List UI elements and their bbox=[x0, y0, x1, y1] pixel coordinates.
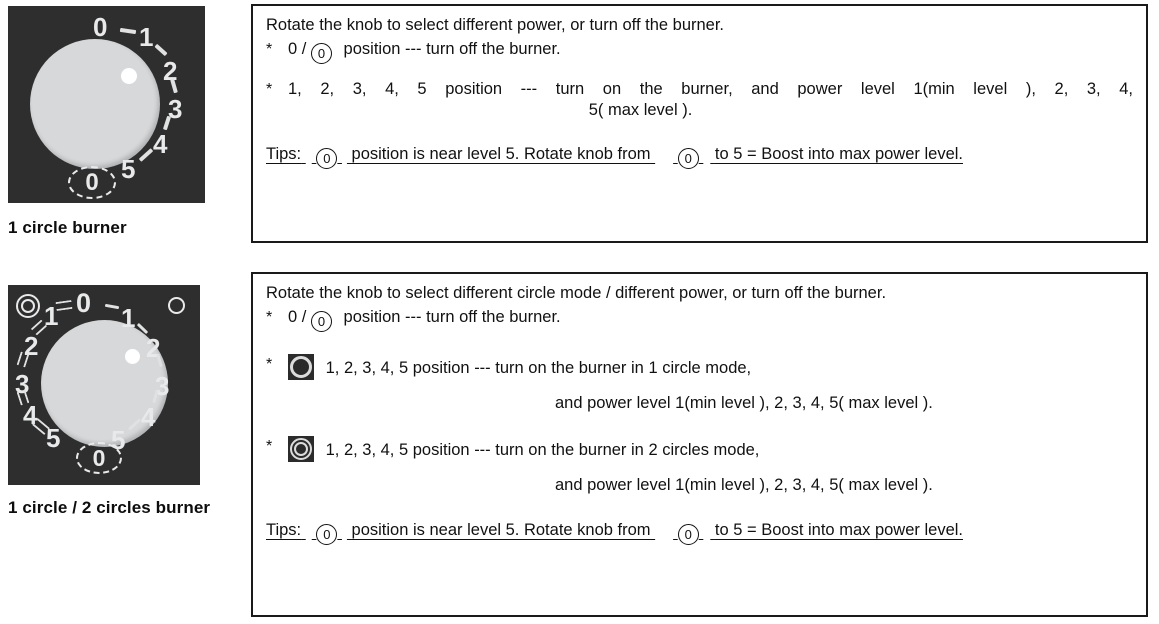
panel2-tips: Tips: 0 position is near level 5. Rotate… bbox=[266, 521, 1133, 547]
knob-scale-1: 1 bbox=[139, 22, 154, 52]
circled-zero-icon: 0 bbox=[316, 524, 338, 546]
knob-scale-left-4: 4 bbox=[23, 400, 38, 430]
off-post-text: position --- turn off the burner. bbox=[343, 308, 561, 327]
knob-dash-0-1 bbox=[104, 303, 120, 310]
tips-mid-text: position is near level 5. Rotate knob fr… bbox=[351, 521, 651, 540]
panel1-intro: Rotate the knob to select different powe… bbox=[266, 16, 725, 34]
bullet-star: * bbox=[266, 309, 273, 327]
circled-zero-icon: 0 bbox=[310, 311, 332, 333]
panel1-levels-line1: 1, 2, 3, 4, 5 position --- turn on the b… bbox=[288, 80, 1133, 99]
one-circle-ring-icon bbox=[168, 297, 185, 314]
knob-off-position-marker: 0 bbox=[68, 166, 116, 199]
tips-end-text: to 5 = Boost into max power level. bbox=[714, 145, 963, 164]
knob-scale-5: 5 bbox=[121, 154, 136, 184]
bullet-star: * bbox=[266, 356, 273, 374]
panel2-two-circles-text: 1, 2, 3, 4, 5 position --- turn on the b… bbox=[325, 441, 760, 460]
panel1-levels-line2: 5( max level ). bbox=[588, 101, 693, 120]
knob-indicator-dot bbox=[121, 68, 137, 84]
circled-zero-icon: 0 bbox=[677, 148, 699, 170]
tips-label: Tips: bbox=[266, 521, 302, 540]
knob-scale-left-2: 2 bbox=[24, 331, 39, 361]
one-circle-ring-icon bbox=[288, 354, 314, 381]
two-circles-ring-icon bbox=[288, 436, 314, 463]
figure-caption-one-two-circles: 1 circle / 2 circles burner bbox=[8, 498, 211, 517]
panel2-bullet-off: * 0 / 0 position --- turn off the burner… bbox=[266, 307, 1133, 333]
panel1-tips: Tips: 0 position is near level 5. Rotate… bbox=[266, 145, 1133, 171]
knob-off-position-marker: 0 bbox=[76, 442, 122, 474]
tips-mid-text: position is near level 5. Rotate knob fr… bbox=[351, 145, 651, 164]
knob-scale-0: 0 bbox=[93, 12, 108, 42]
knob-dash-0-1 bbox=[119, 27, 137, 35]
bullet-star: * bbox=[266, 41, 273, 59]
knob-plate: 0 1 2 3 4 5 1 2 3 4 5 0 bbox=[8, 285, 200, 485]
circled-zero-icon: 0 bbox=[310, 43, 332, 65]
figure-caption-one-circle: 1 circle burner bbox=[8, 218, 127, 237]
instruction-panel-one-circle: Rotate the knob to select different powe… bbox=[251, 4, 1148, 243]
off-pre-text: 0 / bbox=[288, 40, 307, 59]
circled-zero-icon: 0 bbox=[677, 524, 699, 546]
knob-scale-right-4: 4 bbox=[141, 402, 156, 432]
tips-label: Tips: bbox=[266, 145, 302, 164]
bullet-star: * bbox=[266, 438, 273, 456]
off-pre-text: 0 / bbox=[288, 308, 307, 327]
panel2-bullet-off-text: 0 / 0 position --- turn off the burner. bbox=[288, 307, 1133, 333]
tips-end-text: to 5 = Boost into max power level. bbox=[714, 521, 963, 540]
knob-dial[interactable] bbox=[41, 320, 168, 447]
knob-scale-4: 4 bbox=[153, 129, 168, 159]
knob-indicator-dot bbox=[125, 349, 140, 364]
panel2-intro: Rotate the knob to select different circ… bbox=[266, 284, 887, 302]
knob-dash-1-2 bbox=[154, 43, 168, 57]
knob-scale-right-3: 3 bbox=[155, 371, 170, 401]
off-post-text: position --- turn off the burner. bbox=[343, 40, 561, 59]
bullet-star: * bbox=[266, 81, 273, 99]
knob-scale-left-3: 3 bbox=[15, 369, 30, 399]
panel2-one-circle-text: 1, 2, 3, 4, 5 position --- turn on the b… bbox=[325, 359, 752, 378]
knob-dash2-2-3 bbox=[16, 351, 30, 368]
panel2-one-circle-line1: 1, 2, 3, 4, 5 position --- turn on the b… bbox=[288, 354, 1133, 381]
knob-figure-one-circle: 0 1 2 3 4 5 0 1 circle burner bbox=[8, 6, 208, 246]
knob-plate: 0 1 2 3 4 5 0 bbox=[8, 6, 205, 203]
panel2-two-circles-line1: 1, 2, 3, 4, 5 position --- turn on the b… bbox=[288, 436, 1133, 463]
knob-scale-right-1: 1 bbox=[121, 303, 136, 333]
knob-scale-left-1: 1 bbox=[44, 301, 59, 331]
panel2-two-circles-line2: and power level 1(min level ), 2, 3, 4, … bbox=[555, 476, 933, 495]
knob-dash-4-5 bbox=[138, 148, 154, 162]
circled-zero-icon: 0 bbox=[316, 148, 338, 170]
panel2-bullet-two-circles: * 1, 2, 3, 4, 5 position --- turn on the… bbox=[266, 436, 1133, 496]
instruction-panel-one-two-circles: Rotate the knob to select different circ… bbox=[251, 272, 1148, 617]
panel1-bullet-off-text: 0 / 0 position --- turn off the burner. bbox=[288, 39, 1133, 65]
panel2-one-circle-line2: and power level 1(min level ), 2, 3, 4, … bbox=[555, 394, 933, 413]
knob-scale-left-5: 5 bbox=[46, 423, 61, 453]
knob-scale-top-0: 0 bbox=[76, 288, 92, 318]
panel2-bullet-one-circle: * 1, 2, 3, 4, 5 position --- turn on the… bbox=[266, 354, 1133, 414]
knob-scale-3: 3 bbox=[168, 94, 183, 124]
two-circles-ring-icon bbox=[16, 294, 40, 318]
knob-dial[interactable] bbox=[30, 39, 160, 169]
knob-figure-one-two-circles: 0 1 2 3 4 5 1 2 3 4 5 0 1 circle / 2 cir… bbox=[8, 285, 248, 530]
knob-scale-2: 2 bbox=[163, 56, 178, 86]
panel1-bullet-off: * 0 / 0 position --- turn off the burner… bbox=[266, 39, 1133, 65]
panel1-bullet-levels: * 1, 2, 3, 4, 5 position --- turn on the… bbox=[266, 79, 1133, 121]
